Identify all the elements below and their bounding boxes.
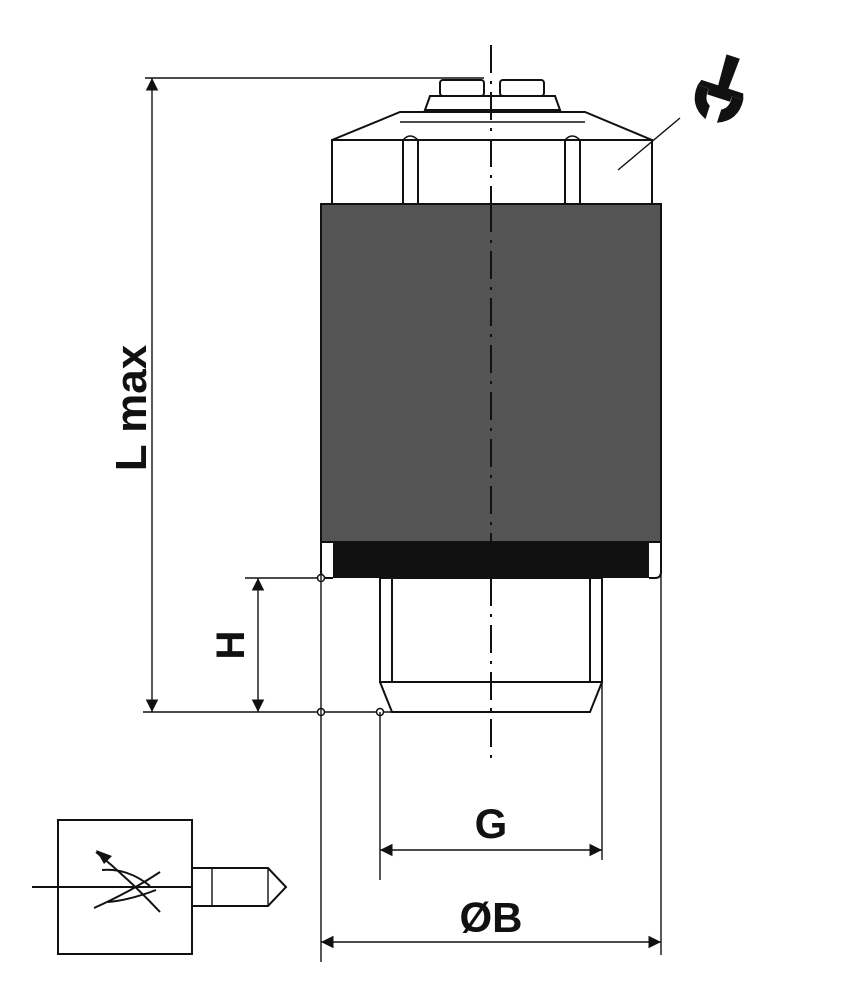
wrench-icon [694,54,744,123]
cap-step [423,95,562,111]
b-label: ØB [460,894,523,941]
valve-symbol-icon [32,819,288,955]
lmax-label: L max [107,344,156,471]
g-label: G [475,800,508,847]
top-cap-left [439,79,485,97]
h-label: H [209,631,253,660]
wrench-leader [617,117,681,171]
top-cap-right [499,79,545,97]
